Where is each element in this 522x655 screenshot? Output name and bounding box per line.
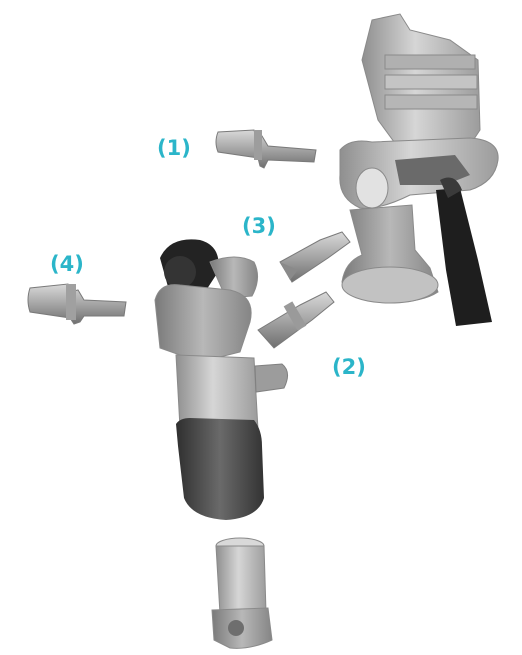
regulator-valve-assembly [339, 13, 499, 326]
connector-3 [279, 231, 351, 283]
callout-label-4: (4) [50, 252, 84, 276]
callout-label-2: (2) [332, 355, 366, 379]
base-fitting [211, 537, 273, 649]
connector-1 [215, 129, 317, 169]
callout-label-1: (1) [157, 136, 191, 160]
connector-2 [257, 291, 335, 349]
cylinder-handle-assembly [154, 239, 288, 520]
connector-4 [27, 283, 127, 325]
callout-label-3: (3) [242, 214, 276, 238]
